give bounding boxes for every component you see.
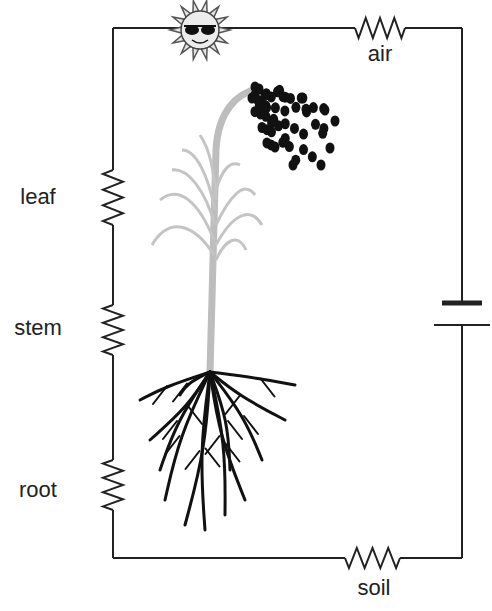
root-strand — [210, 372, 295, 385]
root-strand — [261, 379, 275, 397]
seed — [267, 91, 276, 102]
resistor-symbol — [345, 548, 400, 568]
battery-symbol — [434, 303, 490, 325]
seed — [291, 102, 300, 113]
seed — [271, 142, 280, 153]
root-strand — [206, 436, 220, 454]
seed — [331, 116, 340, 127]
plant-illustration — [140, 82, 340, 531]
resistor-symbol — [103, 170, 123, 225]
seed — [267, 126, 276, 137]
part-label: air — [368, 42, 392, 66]
root-strand — [153, 386, 167, 404]
part-label: leaf — [20, 185, 55, 209]
seed — [289, 160, 298, 171]
seed — [299, 129, 308, 140]
resistor-symbol — [103, 18, 405, 568]
resistor-symbol — [103, 305, 123, 355]
seed — [318, 128, 327, 139]
seed — [280, 105, 289, 116]
root-strand — [150, 372, 210, 440]
seed — [317, 160, 326, 171]
part-label: soil — [357, 576, 390, 600]
root-strand — [226, 396, 240, 414]
part-label: stem — [14, 316, 62, 340]
sun-icon — [170, 1, 230, 59]
seed — [298, 93, 307, 104]
resistor-symbol — [103, 460, 123, 510]
root-strand — [210, 372, 285, 420]
root-strand — [173, 384, 187, 402]
root-strand — [186, 451, 200, 469]
wire — [113, 28, 462, 558]
seed — [290, 123, 299, 134]
seed — [285, 141, 294, 152]
root-strand — [210, 372, 245, 500]
root-strand — [210, 372, 262, 460]
seed — [311, 119, 320, 130]
seed — [302, 106, 311, 117]
seed — [261, 111, 270, 122]
resistor-symbol — [355, 18, 405, 38]
seed — [255, 84, 264, 95]
root-strand — [160, 372, 210, 470]
seed — [271, 102, 280, 113]
seed — [281, 92, 290, 103]
root-strand — [180, 372, 210, 395]
root-strand — [163, 421, 177, 439]
root-strand — [228, 421, 242, 439]
part-label: root — [19, 478, 57, 502]
seed — [299, 144, 308, 155]
root-strand — [244, 416, 258, 434]
seed — [308, 151, 317, 162]
seed — [254, 95, 263, 106]
seed — [326, 143, 335, 154]
seed — [320, 105, 329, 116]
